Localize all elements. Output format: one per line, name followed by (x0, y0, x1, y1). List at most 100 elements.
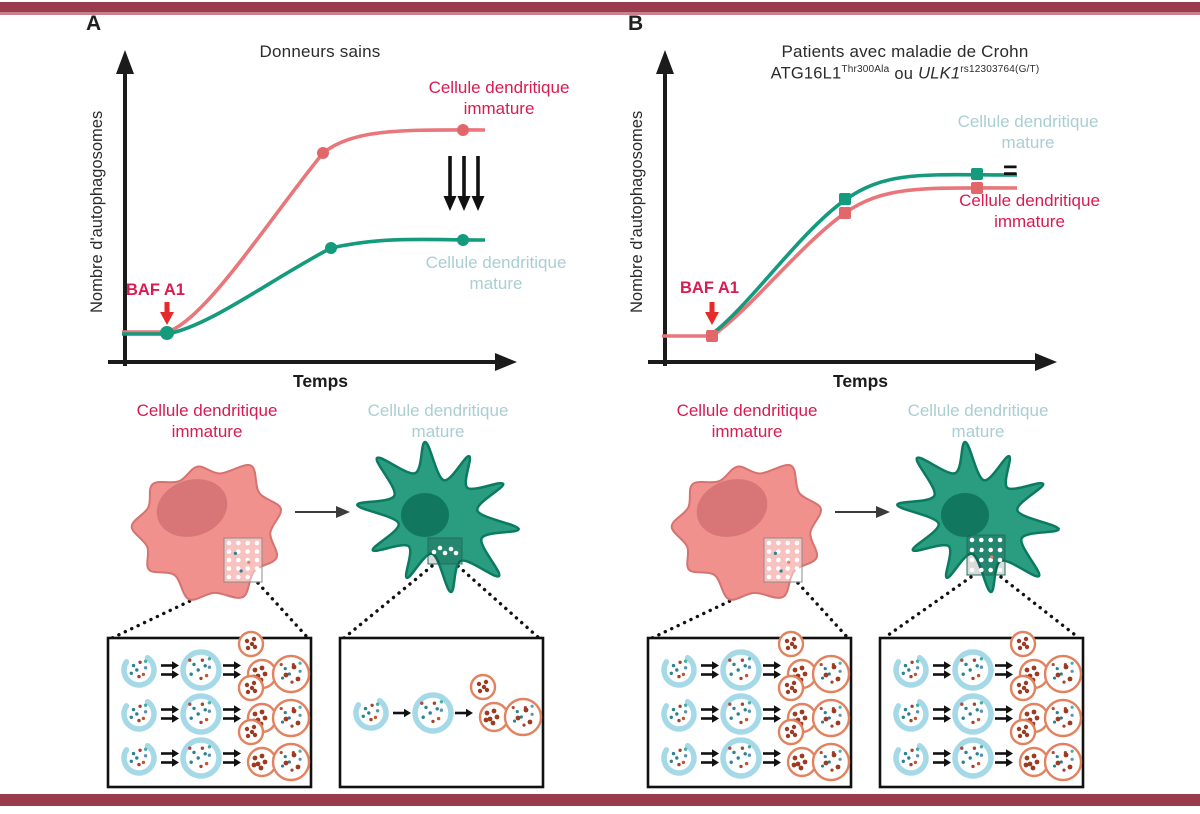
autolysosome-icon (478, 697, 543, 737)
panel-a-y-axis-label: Nombre d'autophagosomes (88, 110, 106, 314)
autophagosome-region-square (223, 537, 263, 583)
cell-nucleus (941, 493, 989, 537)
x-axis-arrowhead-icon (495, 353, 517, 371)
maturation-arrow-icon (835, 506, 890, 518)
autophagosome-region-square (427, 537, 463, 565)
cell-nucleus (401, 493, 449, 537)
autolysosome-icon (1018, 698, 1083, 738)
autolysosome-icon (246, 654, 311, 694)
panel-b-immature-curve-label: Cellule dendritique immature (959, 191, 1100, 231)
autolysosome-icon (1018, 742, 1083, 782)
panel-a-baf-label: BAF A1 (126, 281, 185, 299)
autolysosome-icon (246, 742, 311, 782)
zoom-connector-dotted-line (796, 581, 850, 640)
panel-a-mature-curve-label: Cellule dendritique mature (425, 253, 567, 293)
gene-ulk1: ULK1 (918, 64, 961, 83)
graph-b (648, 50, 1057, 371)
lysosome-icon (469, 673, 497, 701)
panel-a-x-axis-label: Temps (292, 371, 349, 391)
phagophore-icon (893, 696, 929, 732)
lysosome-icon (777, 674, 805, 702)
autophagy-pathway-row (661, 718, 851, 782)
lysosome-icon (1009, 674, 1037, 702)
immature-curve-markers (706, 182, 983, 342)
panel-a-title: Donneurs sains (259, 42, 381, 61)
phagophore-icon (661, 740, 697, 776)
autophagy-pathway-row (661, 674, 851, 738)
panel-b-cells (646, 440, 1085, 789)
autophagy-pathway-row (353, 673, 543, 737)
panel-b-baf-label: BAF A1 (680, 279, 739, 297)
autophagosome-icon (180, 649, 222, 691)
gene-connector: ou (894, 64, 914, 83)
panel-b-mature-curve-label: Cellule dendritique mature (957, 112, 1099, 152)
lysosome-icon (237, 718, 265, 746)
baf-a1-arrow-icon (705, 302, 719, 325)
autolysosome-icon (786, 654, 851, 694)
autophagosome-icon (952, 693, 994, 735)
autophagy-pathway-row (661, 630, 851, 694)
cells-illustration-layer (106, 440, 1085, 789)
immature-dendritic-cell (130, 464, 282, 601)
panel-a-cells-mature-label: Cellule dendritique mature (367, 401, 509, 441)
y-axis-arrowhead-icon (116, 50, 134, 74)
graph-a-axes (108, 50, 517, 371)
panel-b-x-axis-label: Temps (832, 371, 889, 391)
autophagy-pathway-row (893, 718, 1083, 782)
cell-nucleus (156, 479, 228, 537)
panel-b-equals-sign: = (1003, 157, 1018, 185)
autolysosome-icon (1018, 654, 1083, 694)
zoom-connector-dotted-line (342, 564, 434, 640)
lysosome-icon (777, 630, 805, 658)
lysosome-icon (1009, 630, 1037, 658)
autolysosome-icon (786, 698, 851, 738)
phagophore-icon (121, 652, 157, 688)
phagophore-icon (893, 740, 929, 776)
autophagosome-icon (952, 737, 994, 779)
lysosome-icon (237, 674, 265, 702)
maturation-arrow-icon (295, 506, 350, 518)
immature-zoom-box (106, 630, 313, 789)
immature-dendritic-cell (670, 464, 822, 601)
zoom-connector-dotted-line (882, 575, 973, 640)
phagophore-icon (661, 652, 697, 688)
autophagosome-icon (180, 737, 222, 779)
autophagosome-icon (720, 649, 762, 691)
panel-a-label: A (86, 12, 102, 35)
panel-b-label: B (628, 12, 644, 35)
gene-atg16l1-variant: Thr300Ala (841, 64, 890, 75)
autophagy-pathway-row (121, 718, 311, 782)
baf-a1-arrow-icon (160, 302, 174, 325)
phagophore-icon (353, 695, 389, 731)
panel-a-cells (106, 440, 545, 789)
x-axis-arrowhead-icon (1035, 353, 1057, 371)
autophagosome-icon (952, 649, 994, 691)
lysosome-icon (1009, 718, 1037, 746)
mature-zoom-box (878, 630, 1085, 789)
autophagosome-region-square (763, 537, 803, 583)
mature-curve-markers (839, 168, 983, 205)
autophagy-pathway-row (893, 630, 1083, 694)
autolysosome-icon (786, 742, 851, 782)
lysosome-icon (237, 630, 265, 658)
panel-b-cells-immature-label: Cellule dendritique immature (676, 401, 818, 441)
y-axis-arrowhead-icon (656, 50, 674, 74)
zoom-connector-dotted-line (256, 581, 310, 640)
panel-b-cells-mature-label: Cellule dendritique mature (907, 401, 1049, 441)
phagophore-icon (893, 652, 929, 688)
gene-ulk1-variant: rs12303764(G/T) (960, 64, 1040, 75)
autophagosome-icon (720, 693, 762, 735)
autophagosome-region-square (966, 534, 1006, 576)
panel-b-y-axis-label: Nombre d'autophagosomes (628, 110, 646, 314)
panel-a-immature-curve-label: Cellule dendritique immature (428, 78, 570, 118)
graph-a (108, 50, 517, 371)
gene-atg16l1: ATG16L1 (770, 64, 842, 83)
top-border-bar (0, 2, 1200, 15)
immature-curve-markers (317, 124, 469, 159)
zoom-connector-dotted-line (999, 575, 1081, 640)
panel-b-title-line1: Patients avec maladie de Crohn (781, 42, 1029, 61)
autophagosome-icon (412, 692, 454, 734)
autophagosome-icon (720, 737, 762, 779)
